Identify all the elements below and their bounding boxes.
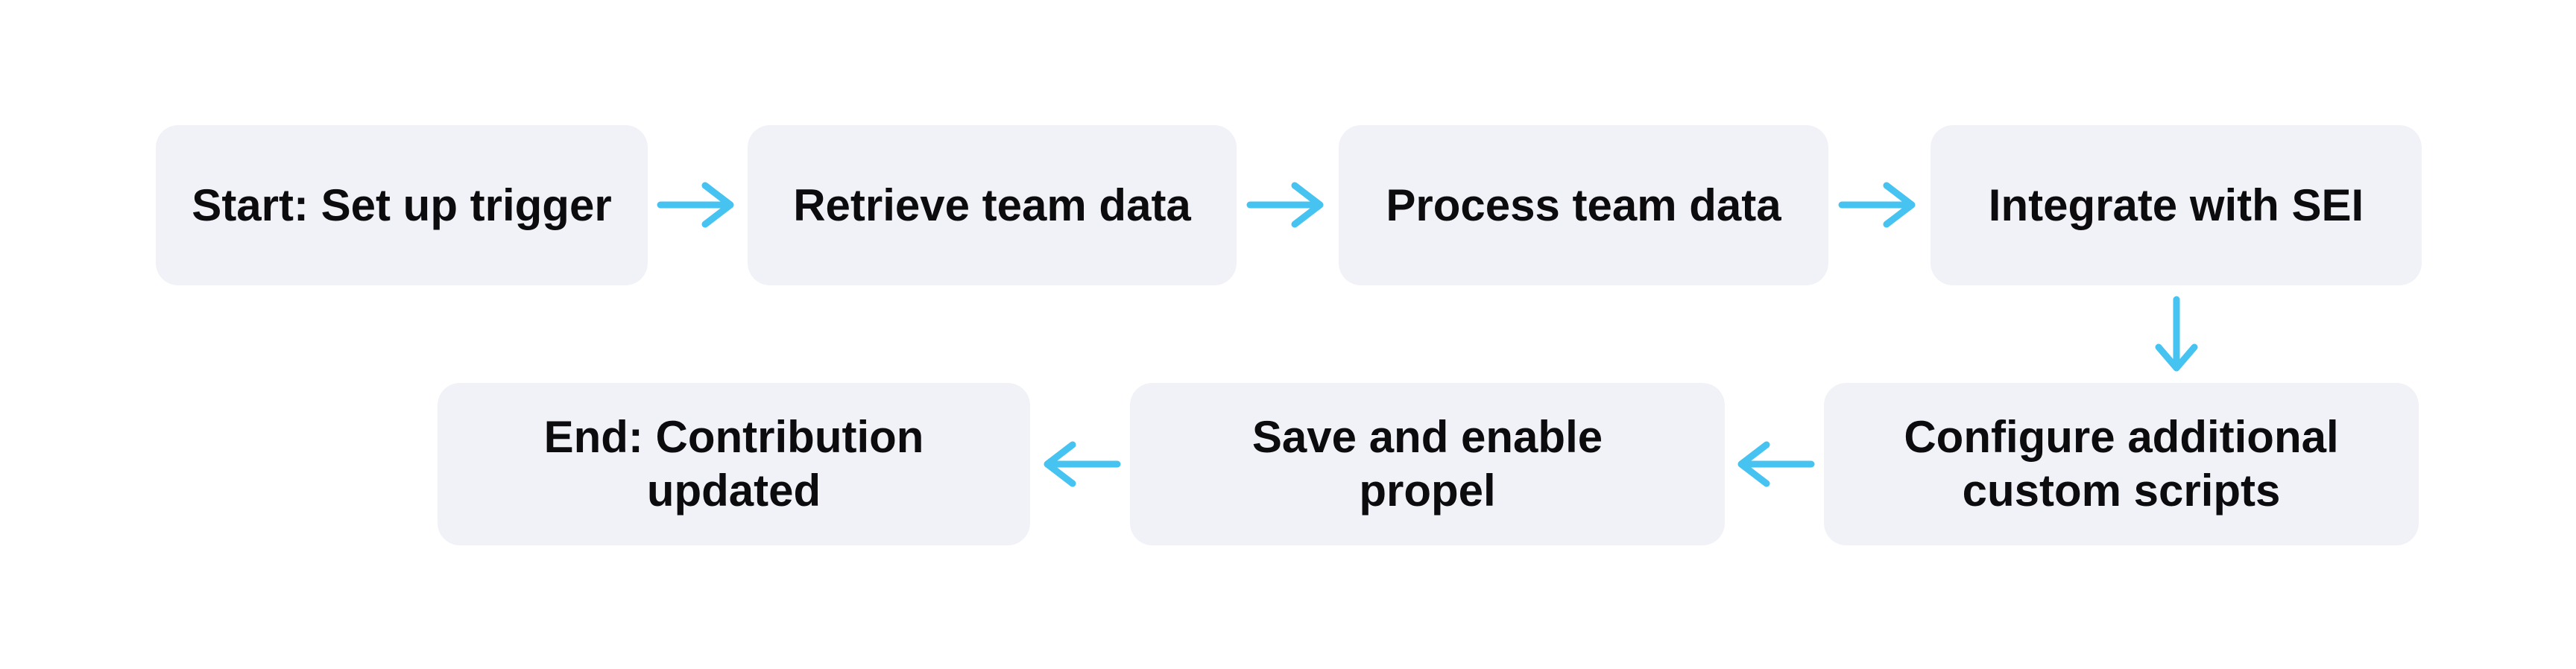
flow-node-start-label: Start: Set up trigger (192, 180, 612, 230)
flow-node-process-team-data: Process team data (1339, 125, 1828, 285)
flow-node-end: End: Contribution updated (438, 383, 1030, 545)
flow-node-configure-custom-scripts-label: Configure additional custom scripts (1904, 412, 2339, 516)
arrow-left-icon (1044, 441, 1121, 487)
arrow-down-icon (2155, 296, 2198, 372)
flow-node-integrate-with-sei: Integrate with SEI (1931, 125, 2422, 285)
arrow-right-icon (1838, 182, 1916, 228)
flow-node-start: Start: Set up trigger (156, 125, 648, 285)
arrow-right-icon (1246, 182, 1324, 228)
flow-node-process-team-data-label: Process team data (1386, 180, 1781, 230)
arrow-right-icon (657, 182, 734, 228)
flow-node-configure-custom-scripts: Configure additional custom scripts (1824, 383, 2419, 545)
flow-node-save-and-enable-propel: Save and enable propel (1130, 383, 1725, 545)
flow-node-end-label: End: Contribution updated (543, 412, 924, 516)
flow-node-retrieve-team-data-label: Retrieve team data (793, 180, 1191, 230)
arrow-left-icon (1737, 441, 1815, 487)
flow-node-integrate-with-sei-label: Integrate with SEI (1988, 180, 2364, 230)
flow-node-save-and-enable-propel-label: Save and enable propel (1251, 412, 1603, 516)
flow-node-retrieve-team-data: Retrieve team data (748, 125, 1237, 285)
